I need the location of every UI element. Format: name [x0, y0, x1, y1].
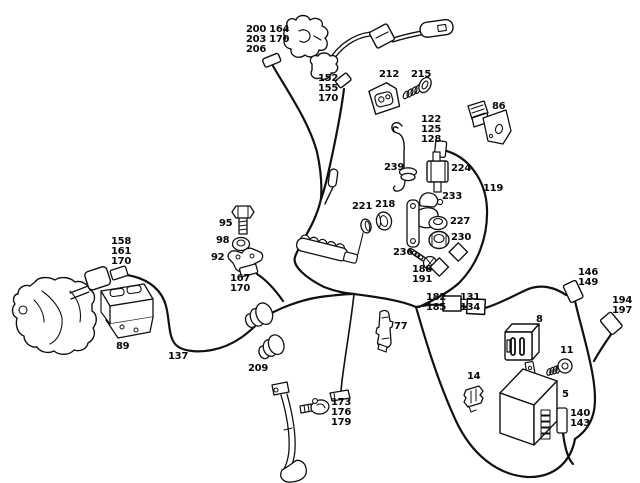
- washer-98: [231, 236, 251, 252]
- callout-122: 122 125 128: [421, 114, 441, 145]
- callout-11: 11: [560, 345, 574, 356]
- wire-grommet-to-junction: [260, 292, 356, 321]
- bracket-86: [467, 100, 512, 145]
- cable-holder-comb: [295, 234, 359, 264]
- callout-239: 239: [384, 162, 404, 173]
- wire-from-connector-140: [561, 431, 575, 466]
- wire-from-connector-152: [319, 87, 346, 201]
- connector-200: [261, 52, 282, 68]
- connector-182: [442, 295, 462, 312]
- wire-from-connector-200: [271, 64, 323, 201]
- bracket-164: [283, 14, 329, 58]
- callout-188: 188 191: [412, 264, 432, 285]
- jumper-connector-end: [419, 18, 454, 38]
- wire-to-connector-173: [340, 293, 355, 392]
- callout-14: 14: [467, 371, 481, 382]
- callout-194: 194 197: [612, 295, 632, 316]
- callout-167: 167 170: [230, 273, 250, 294]
- wire-to-connector-194: [592, 331, 614, 363]
- wire-branch-right-c: [483, 285, 568, 310]
- callout-200-164: 200 164 203 170 206: [246, 24, 290, 55]
- wire-junction-bend: [352, 292, 418, 309]
- connector-140: [556, 407, 568, 434]
- callout-158: 158 161 170: [111, 236, 131, 267]
- callout-212: 212: [379, 69, 399, 80]
- callout-8: 8: [536, 314, 543, 325]
- clip-77: [375, 309, 394, 353]
- callout-218: 218: [375, 199, 395, 210]
- callout-152: 152 155 170: [318, 73, 338, 104]
- callout-140: 140 143: [570, 408, 590, 429]
- callout-131: 131 134: [460, 292, 480, 313]
- connector-131: [465, 297, 487, 316]
- bracket-89: [100, 283, 154, 339]
- callout-230: 230: [451, 232, 471, 243]
- callout-233: 233: [442, 191, 462, 202]
- harness-mid-run: [293, 197, 356, 296]
- callout-77: 77: [394, 321, 408, 332]
- grommet-209: [258, 334, 285, 360]
- control-unit-5: [499, 360, 558, 446]
- callout-119: 119: [483, 183, 503, 194]
- jumper-connector-mid: [368, 23, 396, 49]
- wire-main-loop: [414, 305, 577, 479]
- connector-173: [329, 389, 351, 402]
- screw-11: [546, 358, 573, 376]
- switch-212: [368, 82, 401, 115]
- callout-182: 182 185: [426, 292, 446, 313]
- connector-158: [109, 265, 129, 281]
- screw-215: [402, 76, 432, 100]
- valve-224: [426, 151, 449, 193]
- grommet-218: [375, 211, 393, 231]
- actuator-assembly: [11, 265, 129, 355]
- wire-branch-right-b: [459, 304, 469, 309]
- callout-236: 236: [393, 247, 413, 258]
- nut-230: [428, 230, 450, 250]
- valve-small: [299, 398, 330, 415]
- jumper-wire-right-core: [392, 31, 422, 42]
- bolt-95: [231, 205, 255, 235]
- callout-173: 173 176 179: [331, 397, 351, 428]
- wire-to-connector-146: [573, 299, 597, 441]
- connector-167: [238, 263, 259, 278]
- callout-221: 221: [352, 201, 372, 212]
- cable-137: [125, 273, 264, 353]
- rod-tube: [271, 381, 308, 483]
- harness-wires: [125, 64, 614, 479]
- callout-215: 215: [411, 69, 431, 80]
- grommet-on-cable: [244, 302, 274, 329]
- connector-146: [562, 279, 584, 304]
- callout-227: 227: [450, 216, 470, 227]
- relay-8: [504, 323, 540, 361]
- connector-194: [599, 311, 623, 336]
- wire-119-arc: [417, 148, 489, 309]
- tube-239: [391, 122, 418, 192]
- connector-152: [334, 72, 352, 89]
- callout-92: 92: [211, 252, 225, 263]
- clip-14: [463, 385, 484, 413]
- callout-86: 86: [492, 101, 506, 112]
- connector-188: [429, 257, 450, 277]
- callout-98: 98: [216, 235, 230, 246]
- wire-stub-lead: [324, 186, 334, 205]
- callout-224: 224: [451, 163, 471, 174]
- callout-137: 137: [168, 351, 188, 362]
- jumper-connector-lower: [309, 52, 339, 80]
- callout-5: 5: [562, 389, 569, 400]
- connector-191: [448, 242, 469, 262]
- wire-from-connector-167: [255, 272, 285, 303]
- callout-89: 89: [116, 341, 130, 352]
- callout-209: 209: [248, 363, 268, 374]
- wire-branch-right-a: [414, 303, 445, 309]
- callout-146: 146 149: [578, 267, 598, 288]
- stub-bullet-connector: [327, 168, 339, 188]
- grommet-227: [428, 215, 448, 231]
- callout-95: 95: [219, 218, 233, 229]
- grommet-221: [356, 218, 372, 258]
